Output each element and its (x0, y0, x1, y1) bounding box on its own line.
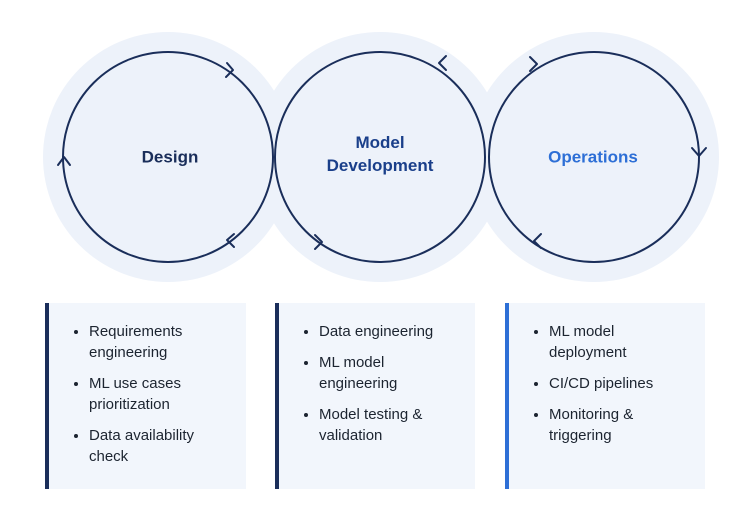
bullet-item: Requirements engineering (73, 321, 236, 363)
phase-card-model-development: Data engineering ML model engineering Mo… (275, 303, 475, 489)
card-accent-bar (275, 303, 279, 489)
card-accent-bar (45, 303, 49, 489)
bullet-item: Model testing & validation (303, 404, 465, 446)
phase-title-model-development: Model Development (326, 133, 434, 175)
bullet-item: ML use cases prioritization (73, 373, 236, 415)
arrow-group (57, 55, 707, 250)
arrow-design-left-up-icon (57, 156, 71, 166)
halo-model-development (255, 32, 505, 282)
bullet-item: ML model engineering (303, 352, 465, 394)
arrow-operations-bottom-left-icon (533, 233, 542, 249)
phase-title-design: Design (141, 147, 199, 167)
bullet-item: Monitoring & triggering (533, 404, 695, 446)
lifecycle-diagram (43, 32, 719, 282)
halo-operations (469, 32, 719, 282)
arrow-operations-right-down-icon (691, 147, 707, 157)
phase-title-operations: Operations (548, 147, 638, 167)
arrow-model-top-left-icon (438, 55, 447, 71)
bullet-item: ML model deployment (533, 321, 695, 363)
arrow-design-top-right-icon (225, 62, 234, 78)
bullet-list: ML model deployment CI/CD pipelines Moni… (505, 303, 705, 446)
card-accent-bar (505, 303, 509, 489)
arrow-design-bottom-left-icon (226, 233, 235, 248)
bullet-list: Data engineering ML model engineering Mo… (275, 303, 475, 446)
bullet-item: Data availability check (73, 425, 236, 467)
halo-design (43, 32, 293, 282)
phase-card-design: Requirements engineering ML use cases pr… (45, 303, 246, 489)
bullet-item: CI/CD pipelines (533, 373, 695, 394)
arrow-operations-top-left-icon (529, 56, 538, 72)
arrow-model-bottom-left-icon (314, 234, 323, 250)
phase-card-operations: ML model deployment CI/CD pipelines Moni… (505, 303, 705, 489)
bullet-list: Requirements engineering ML use cases pr… (45, 303, 246, 467)
bullet-item: Data engineering (303, 321, 465, 342)
halo-group (43, 32, 719, 282)
ring-model-development (274, 51, 486, 263)
